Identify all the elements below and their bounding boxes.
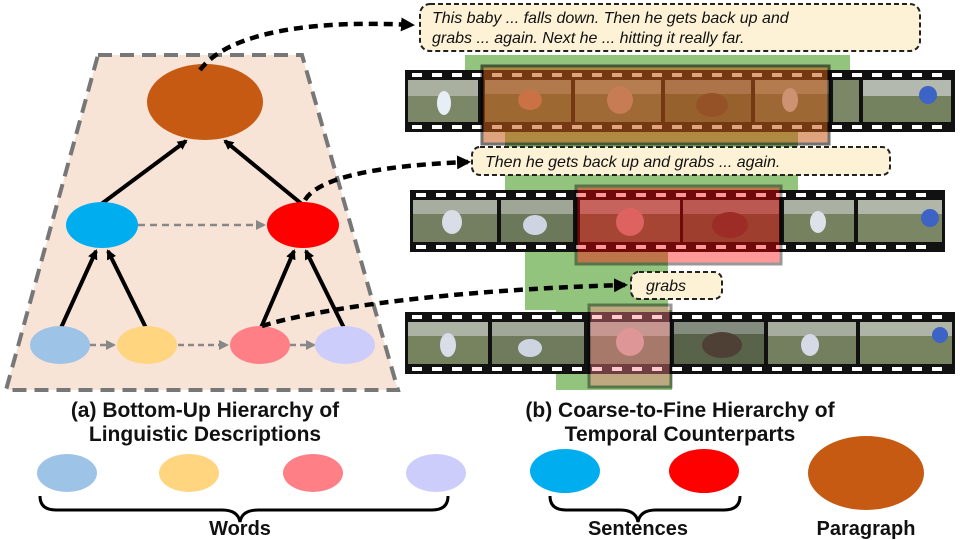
legend-sentence-red [669,449,739,493]
sentences-brace [548,495,742,523]
paragraph-node [147,64,263,140]
sentence-bubble: Then he gets back up and grabs ... again… [471,146,891,176]
caption-b-line1: (b) Coarse-to-Fine Hierarchy of [525,399,835,422]
caption-a-line1: (a) Bottom-Up Hierarchy of [71,399,340,422]
sprocket-holes-middle [416,193,926,249]
sentence-node-red [267,202,339,248]
sentence-node-blue [66,202,138,248]
paragraph-bubble-line1: This baby ... falls down. Then he gets b… [432,10,790,27]
legend-word-yellow [159,454,219,492]
word-node-blue [30,326,90,364]
film-strip-top [405,64,955,146]
sentence-bubble-text: Then he gets back up and grabs ... again… [485,154,780,171]
words-brace [38,495,450,523]
trapezoid-background [3,53,401,392]
legend-sentence-blue [530,449,600,493]
caption-a-line2: Linguistic Descriptions [89,423,321,446]
word-node-yellow [117,326,177,364]
word-bubble-text: grabs [646,278,686,295]
dashed-connectors [198,17,628,329]
legend-paragraph [808,436,924,510]
legend: Words Sentences Paragraph [37,436,924,540]
film-strip-bottom [405,303,955,389]
legend-paragraph-label: Paragraph [817,518,916,540]
legend-sentences-label: Sentences [588,518,688,540]
caption-b-line2: Temporal Counterparts [565,423,796,446]
legend-word-pink [283,454,343,492]
sprocket-holes-bottom [412,315,942,371]
word-node-lavender [315,326,375,364]
paragraph-bubble-line2: grabs ... again. Next he ... hitting it … [432,30,744,47]
paragraph-bubble: This baby ... falls down. Then he gets b… [419,3,921,52]
legend-word-lavender [406,454,466,492]
legend-words-label: Words [209,518,271,540]
word-bubble: grabs [630,271,723,300]
legend-word-blue [37,454,97,492]
word-node-pink [230,326,290,364]
tree-edges [58,139,347,350]
film-strip-middle [410,184,945,266]
